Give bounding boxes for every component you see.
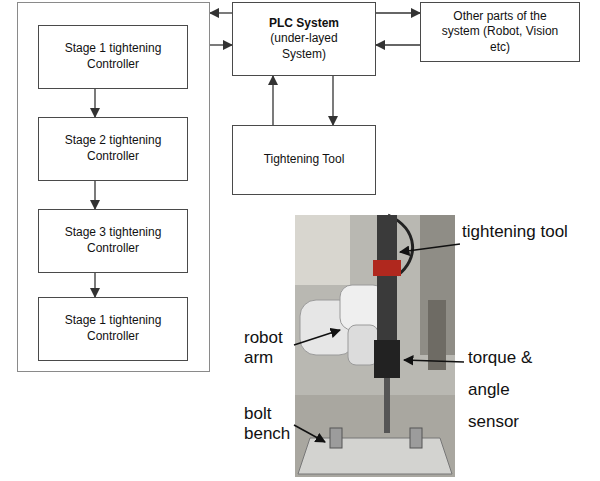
arrow-connector: [210, 44, 232, 45]
controller-box: Stage 3 tightening Controller: [38, 209, 188, 273]
arrow-connector: [210, 12, 232, 13]
part-label: torque & angle sensor: [468, 342, 563, 438]
box-text: Tightening Tool: [264, 152, 345, 168]
arrow-connector: [94, 89, 95, 117]
box-text: PLC System: [269, 16, 339, 32]
robot-arm-wrist: [348, 325, 378, 365]
bolt-bench-plate: [298, 438, 452, 474]
tool-box: Tightening Tool: [232, 125, 376, 195]
bolt: [410, 428, 422, 448]
controller-box: Stage 1 tightening Controller: [38, 25, 188, 89]
box-text: Stage 2 tightening Controller: [47, 133, 179, 164]
wall-poster: [295, 215, 350, 285]
tool-spindle: [384, 378, 390, 433]
box-text: Stage 1 tightening Controller: [47, 41, 179, 72]
torque-sensor-body: [374, 340, 400, 378]
part-label: robot arm: [244, 328, 294, 367]
bolt: [330, 428, 342, 448]
tool-collar: [373, 260, 401, 276]
arrow-connector: [376, 12, 420, 13]
box-text: Stage 3 tightening Controller: [47, 225, 179, 256]
tightening-tool-body: [377, 215, 397, 340]
leader-line: [400, 244, 460, 252]
arrow-connector: [376, 44, 420, 45]
arrow-connector: [94, 181, 95, 209]
part-label: tightening tool: [462, 222, 572, 242]
arrow-connector: [332, 76, 333, 125]
box-text: (under-layed System): [259, 31, 349, 62]
controller-box: Stage 2 tightening Controller: [38, 117, 188, 181]
system-box: Other parts of the system (Robot, Vision…: [420, 2, 580, 62]
part-label: bolt bench: [244, 404, 296, 443]
arrow-connector: [94, 273, 95, 297]
table-surface: [295, 395, 455, 477]
photo-ground: [295, 215, 455, 477]
leader-line: [294, 330, 340, 345]
leader-line: [404, 360, 464, 362]
plc-box: PLC System(under-layed System): [232, 2, 376, 76]
controller-group: Stage 1 tightening ControllerStage 2 tig…: [17, 2, 210, 372]
box-text: Other parts of the system (Robot, Vision…: [436, 9, 564, 56]
stool: [428, 300, 446, 370]
leader-line: [294, 425, 325, 442]
arrow-connector: [272, 76, 273, 125]
controller-box: Stage 1 tightening Controller: [38, 297, 188, 361]
box-text: Stage 1 tightening Controller: [47, 313, 179, 344]
